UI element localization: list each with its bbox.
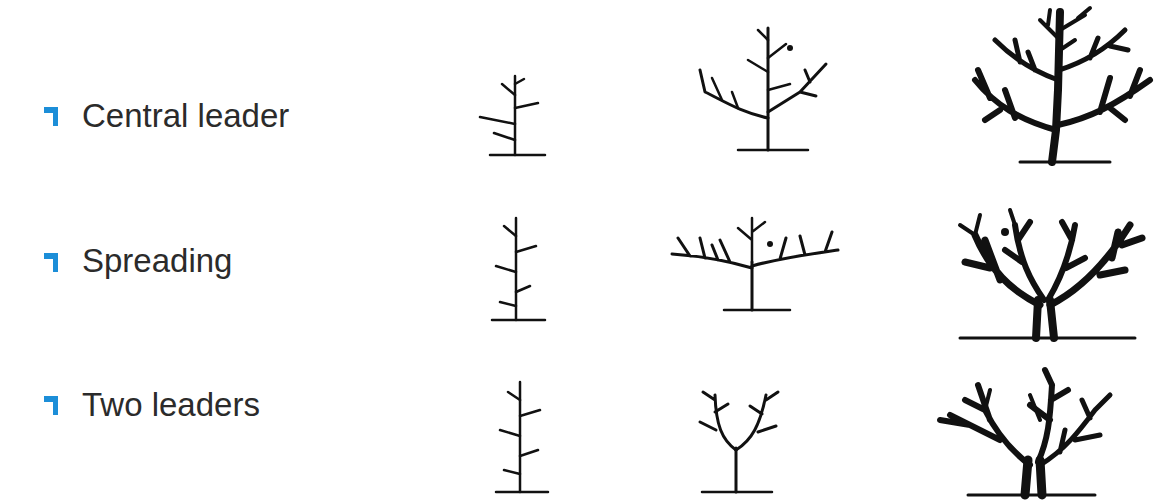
central-leader-young-tree xyxy=(480,76,545,155)
pruning-form-label: Spreading xyxy=(82,243,232,279)
two-leaders-mid-tree xyxy=(700,392,778,492)
two-leaders-young-tree xyxy=(496,382,548,492)
central-leader-mature-tree xyxy=(975,8,1150,162)
pruning-form-label: Two leaders xyxy=(82,387,260,423)
central-leader-mid-tree xyxy=(700,28,826,150)
spreading-mature-tree xyxy=(960,210,1142,338)
bullet-icons xyxy=(44,107,58,415)
spreading-young-tree xyxy=(492,218,545,320)
spreading-mid-tree xyxy=(672,218,838,310)
two-leaders-mature-tree xyxy=(940,370,1110,495)
pruning-form-label: Central leader xyxy=(82,98,289,134)
